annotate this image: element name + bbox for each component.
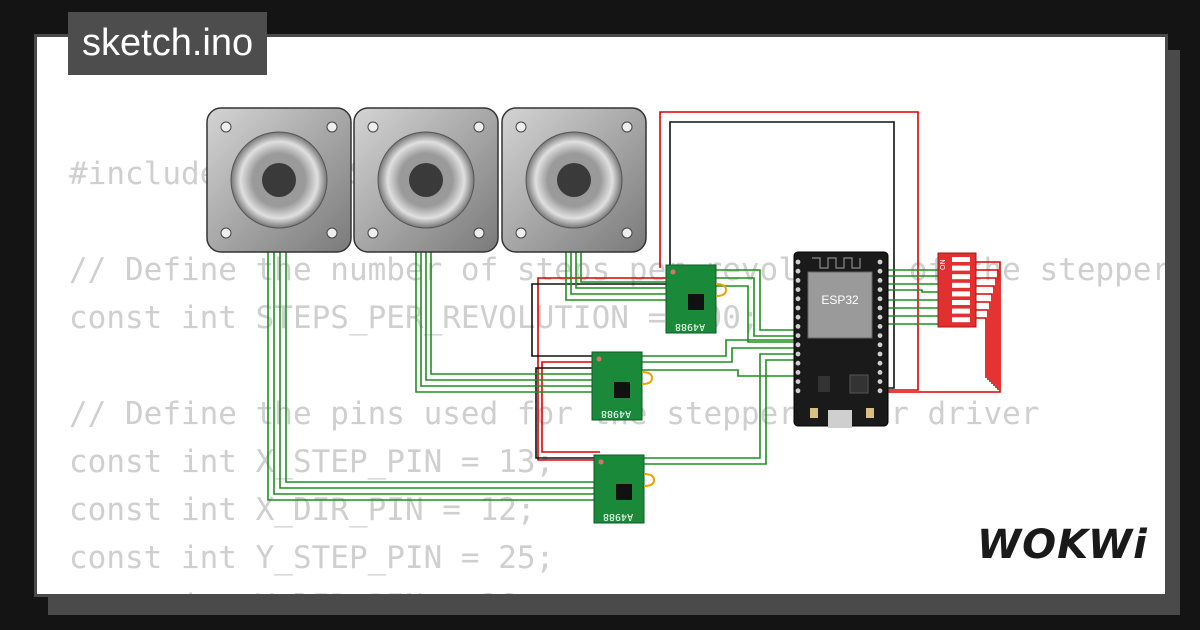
esp32-pin bbox=[877, 314, 883, 320]
esp32-pin bbox=[795, 268, 801, 274]
dip-switch-key bbox=[952, 317, 970, 323]
a4988-driver-2: A4988 bbox=[591, 351, 654, 421]
esp32-pin bbox=[877, 370, 883, 375]
esp32-pin bbox=[877, 278, 883, 283]
dip-switch-key bbox=[952, 265, 970, 271]
esp32-pin bbox=[795, 278, 801, 283]
stepper-motor-2 bbox=[353, 107, 499, 253]
code-line: const int Y_STEP_PIN = 25; bbox=[69, 540, 555, 576]
dip-on-label: ON bbox=[939, 259, 947, 270]
file-tab[interactable]: sketch.ino bbox=[68, 12, 268, 75]
esp32-pin bbox=[877, 351, 883, 357]
esp32-pin bbox=[795, 342, 801, 348]
stepper-motor-1 bbox=[206, 107, 352, 253]
dip-switch: ON bbox=[937, 252, 977, 328]
dip-switch-key bbox=[952, 257, 970, 262]
signal-wires bbox=[640, 269, 940, 465]
dip-switch-key bbox=[952, 291, 970, 297]
esp32-pin bbox=[877, 287, 883, 292]
esp32-pin bbox=[877, 360, 883, 366]
esp32-pin bbox=[877, 259, 883, 265]
esp32-board: ESP32 bbox=[793, 251, 889, 428]
esp32-pin bbox=[795, 351, 801, 357]
motor-wires bbox=[267, 250, 668, 501]
driver-2-label: A4988 bbox=[601, 408, 631, 419]
esp32-pin bbox=[795, 305, 801, 311]
esp32-pin bbox=[795, 314, 801, 320]
stepper-motor-3 bbox=[501, 107, 647, 253]
code-line: const int Y_DIR_PIN = 26; bbox=[69, 582, 1165, 594]
esp32-pin bbox=[877, 388, 883, 394]
code-line: const int STEPS_PER_REVOLUTION = 200; bbox=[69, 300, 760, 336]
driver-1-label: A4988 bbox=[675, 321, 705, 332]
esp32-pin bbox=[795, 360, 801, 366]
esp32-pin bbox=[795, 259, 801, 265]
dip-switch-key bbox=[952, 274, 970, 280]
esp32-pin bbox=[795, 296, 801, 302]
esp32-pin bbox=[795, 370, 801, 375]
power-wires bbox=[531, 111, 919, 461]
esp32-pin bbox=[877, 324, 883, 329]
esp32-pin bbox=[795, 388, 801, 394]
esp32-label: ESP32 bbox=[821, 293, 859, 307]
esp32-pin bbox=[877, 333, 883, 338]
dip-red-wires bbox=[884, 261, 1001, 393]
esp32-pin bbox=[877, 268, 883, 274]
esp32-pin bbox=[795, 324, 801, 329]
esp32-pin bbox=[877, 379, 883, 384]
esp32-pin bbox=[877, 296, 883, 302]
dip-switch-key bbox=[952, 308, 970, 314]
wokwi-logo: WOKWi bbox=[977, 522, 1148, 568]
driver-3-label: A4988 bbox=[603, 511, 633, 522]
esp32-pin bbox=[795, 333, 801, 338]
esp32-pin bbox=[877, 305, 883, 311]
a4988-driver-1: A4988 bbox=[665, 264, 728, 334]
dip-switch-key bbox=[952, 282, 970, 288]
esp32-pin bbox=[795, 379, 801, 384]
file-tab-label: sketch.ino bbox=[82, 22, 254, 64]
dip-switch-key bbox=[952, 300, 970, 305]
esp32-pin bbox=[795, 287, 801, 292]
a4988-driver-3: A4988 bbox=[593, 454, 656, 524]
esp32-pin bbox=[877, 342, 883, 348]
code-line: const int X_DIR_PIN = 12; bbox=[69, 492, 536, 528]
